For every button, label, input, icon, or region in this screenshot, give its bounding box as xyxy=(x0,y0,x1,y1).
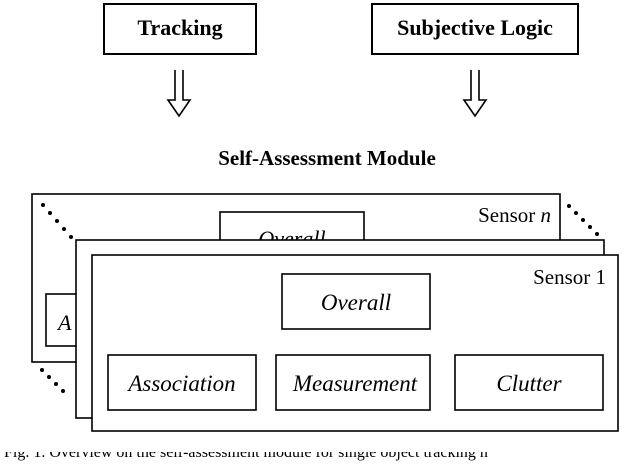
figure-caption: Fig. 1. Overview on the self-assessment … xyxy=(0,452,640,465)
measurement-box xyxy=(275,354,431,411)
sensor-1-label: Sensor 1 xyxy=(533,265,606,289)
stack-dots-top-left xyxy=(41,203,73,239)
caption-text: Fig. 1. Overview on the self-assessment … xyxy=(4,452,488,461)
tracking-box: Tracking xyxy=(103,3,257,55)
module-title: Self-Assessment Module xyxy=(218,146,436,170)
overall-box xyxy=(281,273,431,330)
stack-dots-top-right xyxy=(567,204,599,236)
overall-label: Overall xyxy=(321,290,391,315)
sensor-n-association-label: A xyxy=(56,310,72,335)
tracking-label: Tracking xyxy=(137,15,222,40)
association-label: Association xyxy=(126,371,235,396)
sensor-1-panel: Sensor 1 Overall Association Measurement… xyxy=(91,254,619,432)
association-box xyxy=(107,354,257,411)
subjective-logic-box: Subjective Logic xyxy=(371,3,579,55)
sensor-n-label: Sensor n xyxy=(478,203,551,227)
clutter-box xyxy=(454,354,604,411)
clutter-label: Clutter xyxy=(496,371,562,396)
subjective-logic-arrow-icon xyxy=(462,70,488,118)
measurement-label: Measurement xyxy=(292,371,418,396)
tracking-arrow-icon xyxy=(166,70,192,118)
stack-dots-bottom-left xyxy=(40,368,65,393)
subjective-logic-label: Subjective Logic xyxy=(397,15,553,40)
